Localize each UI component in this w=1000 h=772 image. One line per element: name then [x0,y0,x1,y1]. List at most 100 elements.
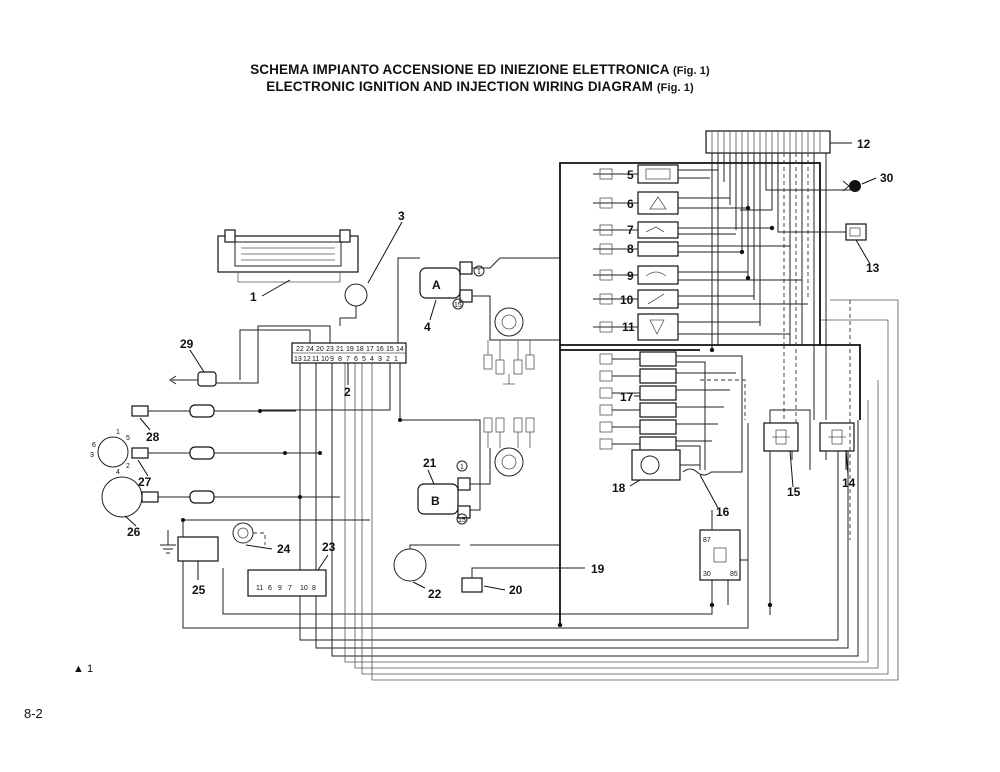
junction-dots [181,205,775,628]
title-english: ELECTRONIC IGNITION AND INJECTION WIRING… [266,79,694,94]
c2-top-pin: 21 [336,346,344,353]
c2-bottom-pin: 1 [394,356,398,363]
callout-15: 15 [787,485,801,499]
callout-1: 1 [250,290,257,304]
terminal-15-lower: 15 [458,517,466,524]
sensor-28 [131,404,296,431]
relay-19 [699,510,741,605]
sensor-group-upper [593,164,808,341]
c2-top-pin: 23 [326,346,334,353]
c2-bottom-pin: 6 [354,356,358,363]
callout-14: 14 [842,476,856,490]
c23-pin: 9 [278,585,282,592]
plug-symbols-upper [599,168,613,333]
component-24 [232,522,273,550]
c2-top-pin: 20 [316,346,324,353]
component-7 [593,221,772,239]
callout-19: 19 [591,562,605,576]
c2-bottom-pin: 12 [303,356,311,363]
s27-pin: 4 [116,469,120,476]
callout-leaders [629,142,877,509]
callout-28: 28 [146,430,160,444]
callout-4: 4 [424,320,431,334]
distributor-upper [483,307,535,385]
callout-13: 13 [866,261,880,275]
c2-bottom-pin: 3 [378,356,382,363]
c23-pin: 7 [288,585,292,592]
callout-27: 27 [138,475,152,489]
c2-top-pin: 24 [306,346,314,353]
c2-bottom-pin: 10 [321,356,329,363]
coil-b-label: B [431,494,440,508]
coil-a-label: A [432,278,441,292]
c2-bottom-pin: 7 [346,356,350,363]
s27-pin: 3 [90,452,94,459]
page-number: 8-2 [24,706,43,721]
callout-7: 7 [627,223,634,237]
battery-25 [160,519,370,580]
callout-11: 11 [622,320,635,334]
c2-bottom-pin: 9 [330,356,334,363]
callout-10: 10 [620,293,634,307]
bottom-harness [182,299,899,681]
component-22 [393,544,460,589]
callout-9: 9 [627,269,634,283]
component-3 [339,221,403,326]
injector-group-17 [599,351,743,470]
component-20 [461,567,506,593]
s27-pin: 2 [126,463,130,470]
c2-top-pin: 19 [346,346,354,353]
callout-17: 17 [620,390,634,404]
c2-top-pin: 17 [366,346,374,353]
callout-2: 2 [344,385,351,399]
callout-26: 26 [127,525,141,539]
diagram-titles: SCHEMA IMPIANTO ACCENSIONE ED INIEZIONE … [0,62,960,96]
callout-30: 30 [880,171,894,185]
callout-numbers: 1 2 3 4 5 6 7 8 9 10 11 12 13 14 15 16 1… [127,137,894,601]
ecu-unit-1 [217,229,359,297]
callout-22: 22 [428,587,442,601]
c23-pin: 11 [256,585,263,592]
callout-23: 23 [322,540,336,554]
connector-2 [210,257,481,511]
c2-bottom-pin: 4 [370,356,374,363]
callout-24: 24 [277,542,291,556]
c2-bottom-pin: 5 [362,356,366,363]
component-9 [593,265,802,285]
c2-top-pin: 18 [356,346,364,353]
coil-b-21 [417,448,491,519]
relay-14 [819,422,855,470]
callout-16: 16 [716,505,730,519]
c23-pin: 8 [312,585,316,592]
callout-20: 20 [509,583,523,597]
connector-2-pins: 22 24 20 23 21 19 18 17 16 15 14 13 12 1… [294,346,404,363]
relay-pins: 87 30 85 [703,537,738,578]
c2-bottom-pin: 11 [312,356,319,363]
sensor-27-pins: 1 5 6 3 4 2 [90,429,130,476]
callout-8: 8 [627,242,634,256]
callout-5: 5 [627,168,634,182]
callout-3: 3 [398,209,405,223]
figure-marker: ▲ 1 [73,663,94,675]
c2-bottom-pin: 8 [338,356,342,363]
s27-pin: 5 [126,435,130,442]
relay-pin: 30 [703,571,711,578]
terminal-1-lower: 1 [460,464,464,471]
connector-23 [247,554,329,597]
callout-25: 25 [192,583,206,597]
c2-top-pin: 14 [396,346,404,353]
component-30 [842,180,861,192]
callout-6: 6 [627,197,634,211]
c23-pin: 6 [268,585,272,592]
component-11 [593,313,790,341]
distributor-lower [483,417,535,477]
title-italian: SCHEMA IMPIANTO ACCENSIONE ED INIEZIONE … [250,62,710,77]
terminal-marks: 1 15 1 15 [452,265,485,525]
coil-a-4 [419,257,560,341]
c2-bottom-pin: 13 [294,356,302,363]
terminal-15-upper: 15 [454,302,462,309]
c2-top-pin: 16 [376,346,384,353]
callout-29: 29 [180,337,194,351]
terminal-1-upper: 1 [477,269,481,276]
